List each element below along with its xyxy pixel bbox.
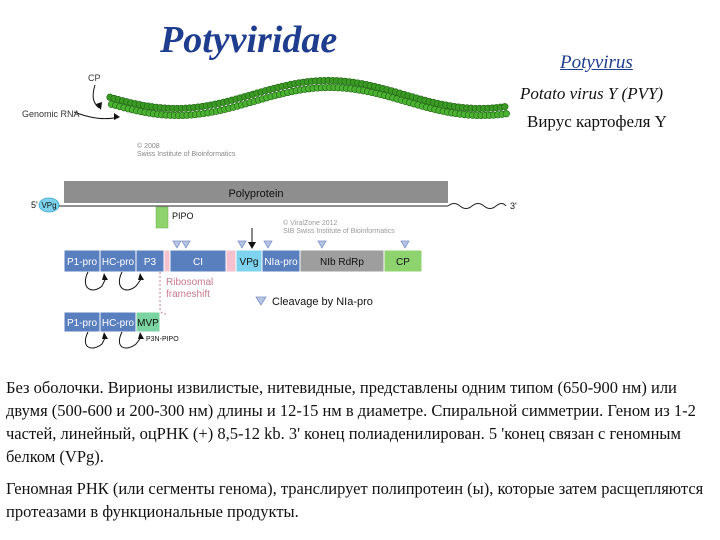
genomic-rna-label: Genomic RNA [22,109,80,119]
domain-label: NIb RdRp [320,257,364,268]
description-paragraph-1: Без оболочки. Вирионы извилистые, нитеви… [6,378,696,466]
domain-segment [225,249,237,273]
virion-illustration [73,76,510,120]
vpg-cap-label: VPg [41,201,56,210]
fs-domain-segment [135,311,161,333]
frameshift-path [159,272,167,315]
virion-copyright-line: Swiss Institute of Bioinformatics [137,151,236,158]
domain-label: CI [193,257,203,268]
polyprotein-label: Polyprotein [228,188,283,200]
fs-domain-label: HC-pro [102,318,135,329]
capsid-bead [501,103,509,111]
poly-a-tail [447,203,507,209]
genome-map: Polyprotein 5' VPg 3' PIPO © ViralZone 2… [31,181,517,349]
virion-copyright: © 2008 Swiss Institute of Bioinformatics [137,143,235,159]
domain-label: P3 [144,257,157,268]
cp-pointer-arrowhead [96,102,102,110]
p3n-pipo-label: P3N-PIPO [146,336,179,343]
cleavage-legend-triangle [255,296,267,306]
domain-label: P1-pro [67,257,97,268]
genus-label: Potyvirus [560,52,633,73]
cleavage-triangle [317,240,327,249]
virion-capsid-helix [106,76,510,120]
domain-label: NIa-pro [264,257,298,268]
frameshift-label: frameshift [166,289,210,300]
cp-label: CP [88,73,101,83]
cleavage-triangle [400,240,410,249]
domain-segment [163,249,171,273]
fs-p1-autocleavage-arrow [84,331,107,349]
rna-pointer-line [73,111,119,120]
fs-p1-autocleavage-arrowhead [102,332,108,339]
genome-copyright-line: © ViralZone 2012 [283,219,338,227]
pipo-box [155,206,169,229]
p1-autocleavage-arrowhead [102,273,108,280]
cleavage-legend-label: Cleavage by NIa-pro [272,296,373,308]
fs-domain-label: MVP [137,318,159,329]
rna-pointer-arrowhead [114,113,120,120]
three-prime-label: 3' [510,201,517,211]
domain-label: VPg [240,257,259,268]
capsid-bead [502,110,510,118]
cleavage-triangle [237,240,247,249]
domain-label: HC-pro [102,257,135,268]
hc-autocleavage-arrowhead [138,273,144,280]
genome-copyright-line: SIB Swiss Institute of Bioinformatics [283,228,395,235]
domain-segment [383,249,423,273]
hc-autocleavage-arrow [118,271,143,291]
cp-pointer-line [92,84,100,109]
family-title: Potyviridae [160,19,338,61]
virion-copyright-line: © 2008 [137,143,160,150]
vpg-cap [38,197,60,213]
species-russian-name: Вирус картофеля Y [527,112,667,131]
cleavage-triangle [172,240,182,249]
domain-label: CP [396,257,410,268]
fs-hc-autocleavage-arrowhead [138,332,144,339]
cleavage-sites [172,240,410,249]
polyprotein-bar [64,181,448,203]
five-prime-label: 5' [31,200,38,210]
pipo-label: PIPO [172,211,194,221]
p1-autocleavage-arrow [84,271,107,291]
junction-pointer-arrowhead [248,242,256,249]
frameshift-label: Ribosomal [166,277,213,288]
polyprotein-domains: P1-pro HC-pro P3 CI VPg NIa-pro NIb RdRp CP [63,249,423,273]
fs-hc-autocleavage-arrow [118,331,143,349]
cleavage-triangle [263,240,273,249]
cleavage-triangle [181,240,191,249]
description-paragraph-2: Геномная РНК (или сегменты генома), тран… [6,479,704,521]
species-latin-name: Potato virus Y (PVY) [520,84,664,103]
fs-domain-label: P1-pro [67,318,97,329]
